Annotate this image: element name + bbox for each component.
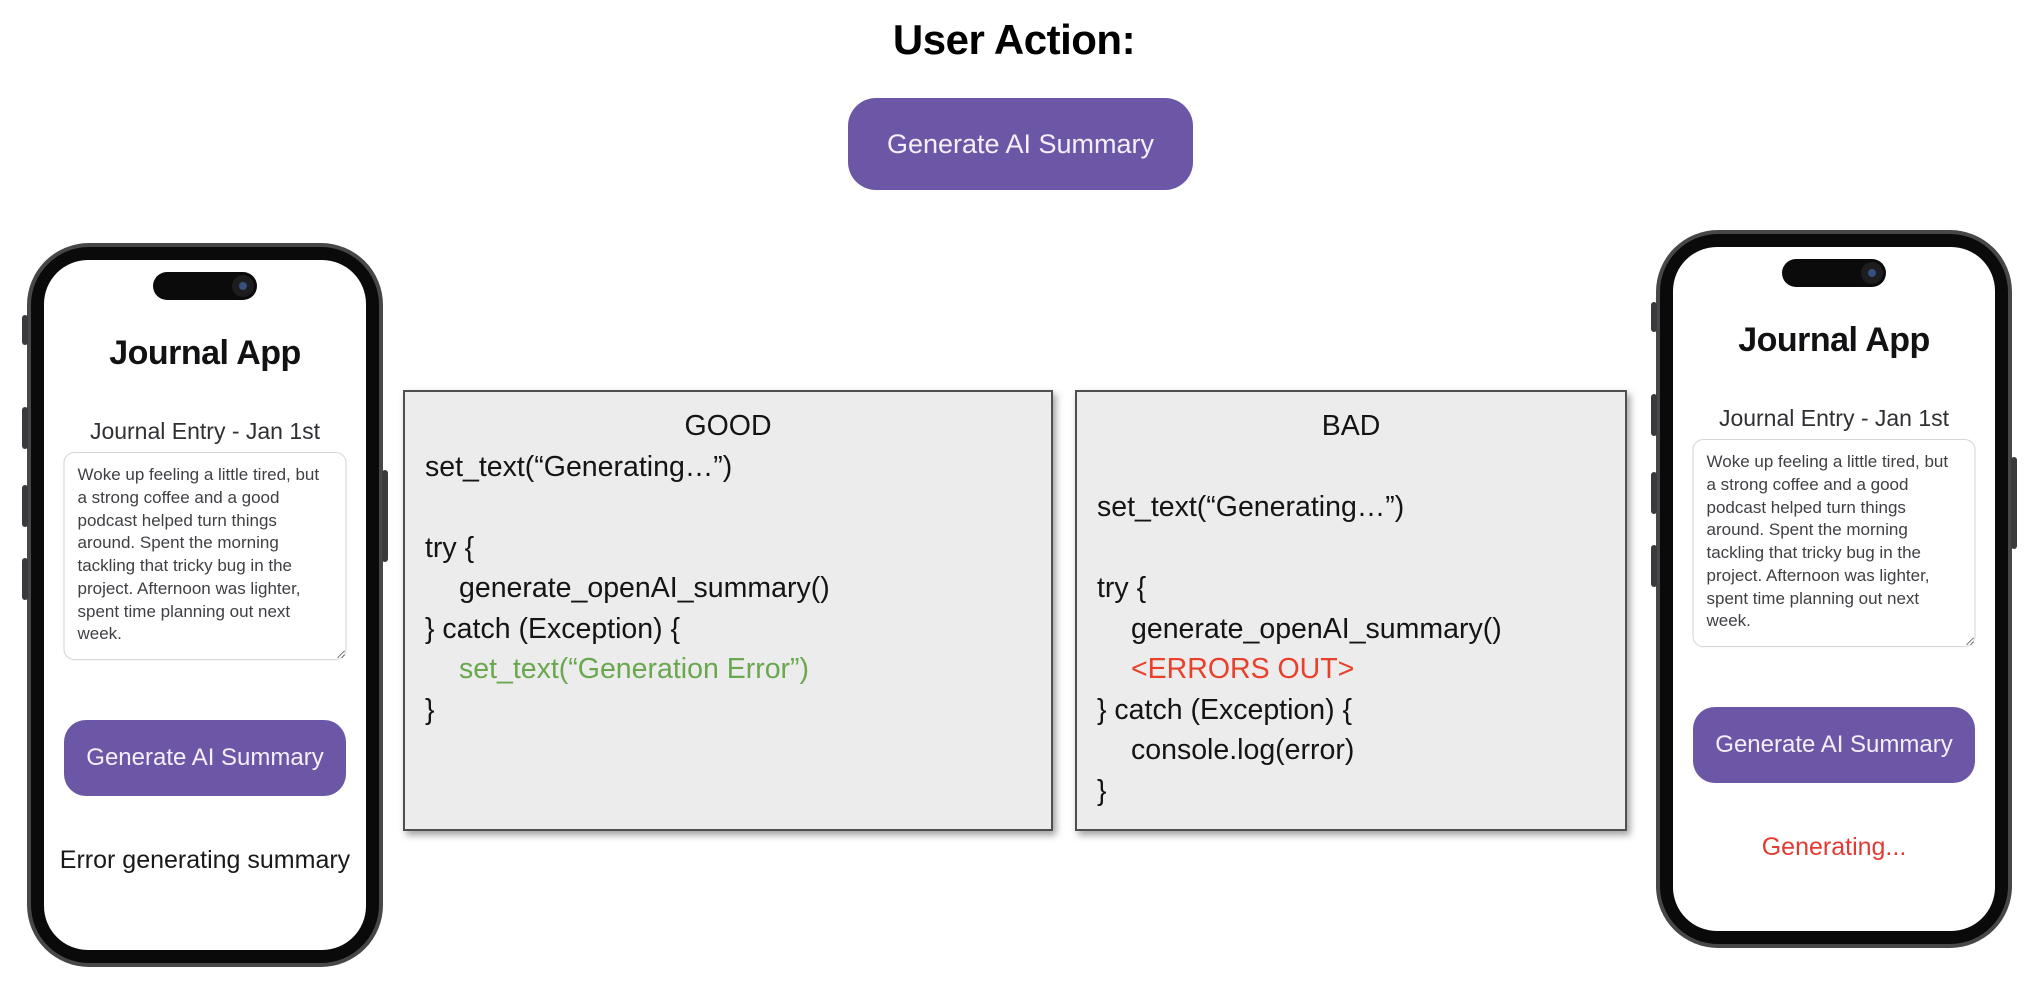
code-line: } catch (Exception) {	[425, 612, 681, 645]
volume-extra-button	[1651, 545, 1657, 587]
code-line: set_text(“Generating…”)	[425, 450, 733, 483]
good-code-box: GOOD set_text(“Generating…”) try { genera…	[403, 390, 1053, 831]
volume-down-button	[1651, 472, 1657, 514]
volume-extra-button	[22, 558, 28, 600]
dynamic-island	[153, 272, 257, 300]
code-line	[425, 487, 1031, 528]
code-line	[1097, 447, 1605, 488]
power-button	[382, 470, 388, 562]
phone-screen: Journal App Journal Entry - Jan 1st Woke…	[1673, 247, 1995, 931]
phone-screen: Journal App Journal Entry - Jan 1st Woke…	[44, 260, 366, 950]
journal-entry-label: Journal Entry - Jan 1st	[89, 418, 321, 444]
good-box-title: GOOD	[684, 410, 772, 442]
code-line: }	[425, 693, 435, 726]
dynamic-island	[1782, 259, 1886, 287]
action-button	[22, 315, 28, 345]
code-line	[1097, 528, 1605, 569]
bad-code-lines: set_text(“Generating…”) try { generate_op…	[1097, 447, 1605, 812]
code-line: generate_openAI_summary()	[459, 572, 830, 604]
generate-ai-summary-button[interactable]: Generate AI Summary	[848, 98, 1193, 190]
journal-entry-textarea[interactable]: Woke up feeling a little tired, but a st…	[1692, 439, 1976, 647]
good-code-lines: set_text(“Generating…”) try { generate_op…	[425, 447, 1031, 731]
code-line: console.log(error)	[1131, 734, 1355, 766]
volume-down-button	[22, 485, 28, 527]
volume-up-button	[22, 407, 28, 449]
journal-entry-label: Journal Entry - Jan 1st	[1718, 405, 1950, 431]
bad-box-title: BAD	[1321, 410, 1381, 442]
app-title: Journal App	[109, 334, 301, 372]
volume-up-button	[1651, 394, 1657, 436]
journal-entry-textarea[interactable]: Woke up feeling a little tired, but a st…	[63, 452, 347, 660]
phone-mockup-left: Journal App Journal Entry - Jan 1st Woke…	[22, 243, 388, 967]
code-line: try {	[1097, 572, 1147, 604]
code-line: set_text(“Generation Error”)	[459, 653, 810, 685]
power-button	[2011, 457, 2017, 549]
code-line: generate_openAI_summary()	[1131, 612, 1502, 645]
camera-icon	[1861, 262, 1883, 284]
generate-ai-summary-button[interactable]: Generate AI Summary	[1693, 707, 1975, 783]
app-title: Journal App	[1738, 321, 1930, 359]
camera-icon	[232, 275, 254, 297]
page-title: User Action:	[892, 16, 1136, 63]
code-line: <ERRORS OUT>	[1131, 653, 1355, 685]
code-line: set_text(“Generating…”)	[1097, 491, 1405, 523]
status-text-generating: Generating...	[1761, 833, 1907, 861]
status-text-error: Error generating summary	[59, 846, 351, 874]
code-line: try {	[425, 531, 475, 564]
phone-mockup-right: Journal App Journal Entry - Jan 1st Woke…	[1651, 230, 2017, 948]
code-line: }	[1097, 774, 1107, 807]
code-line: } catch (Exception) {	[1097, 693, 1353, 726]
action-button	[1651, 302, 1657, 332]
generate-ai-summary-button[interactable]: Generate AI Summary	[64, 720, 346, 796]
bad-code-box: BAD set_text(“Generating…”) try { generat…	[1075, 390, 1627, 831]
